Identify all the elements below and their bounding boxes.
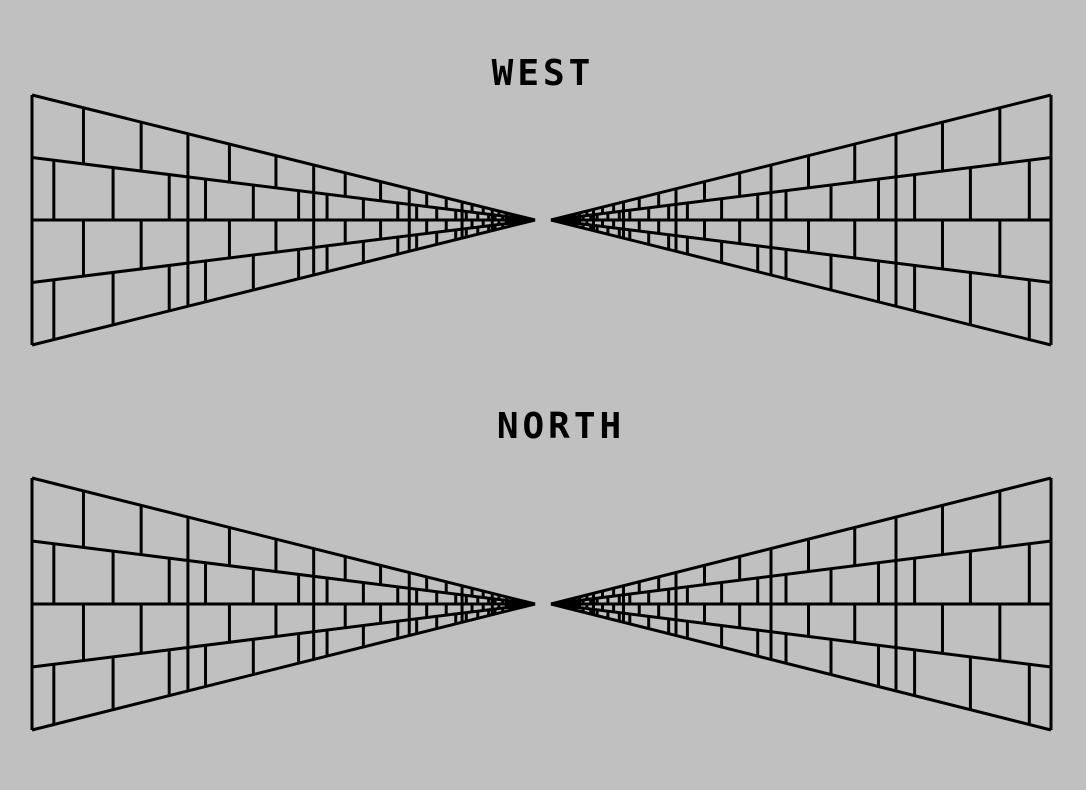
corridor-view-north	[30, 476, 1053, 732]
view-label-north: NORTH	[496, 406, 626, 447]
view-label-west: WEST	[491, 53, 595, 94]
corridor-view-west	[30, 93, 1053, 347]
